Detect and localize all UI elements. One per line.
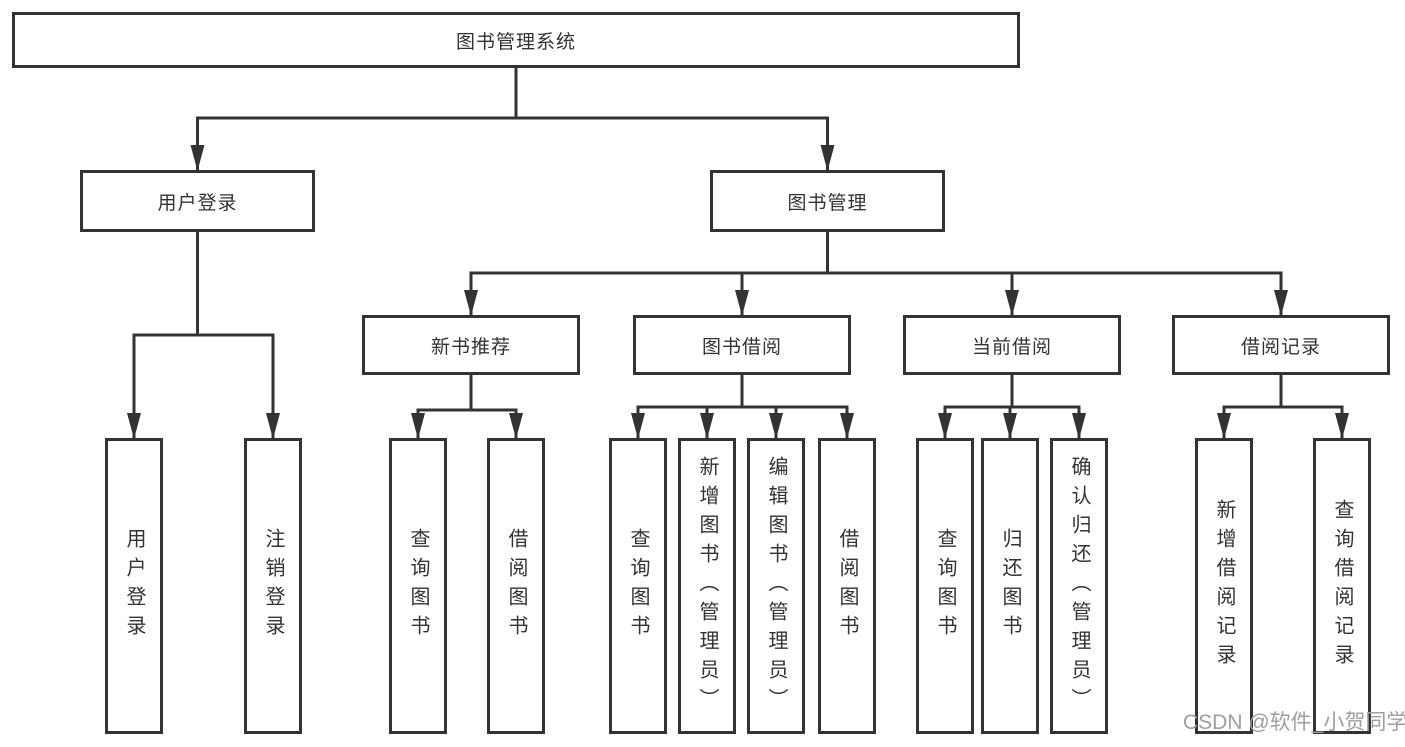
leaf-label: 归还图书 [999, 528, 1021, 644]
node-book-mgmt: 图书管理 [710, 170, 945, 232]
leaf-label: 查询图书 [934, 528, 956, 644]
leaf-borrow-books-1: 借阅图书 [487, 438, 545, 734]
edge-book-borrow-children [631, 375, 854, 439]
leaf-label: 编辑图书（管理员） [765, 455, 787, 717]
edge-current-borrow-children [938, 375, 1086, 439]
leaf-add-borrow-record: 新增借阅记录 [1195, 438, 1253, 734]
edge-root-to-level2 [190, 68, 835, 171]
leaf-query-borrow-record: 查询借阅记录 [1313, 438, 1371, 734]
watermark: CSDN @软件_小贺同学 [1183, 711, 1405, 734]
leaf-label: 新增图书（管理员） [696, 455, 718, 717]
leaf-borrow-books-2: 借阅图书 [818, 438, 876, 734]
node-borrow-records: 借阅记录 [1172, 315, 1390, 375]
leaf-query-books-2: 查询图书 [609, 438, 667, 734]
leaf-label: 查询图书 [627, 528, 649, 644]
leaf-label: 确认归还（管理员） [1068, 455, 1090, 717]
leaf-logout: 注销登录 [244, 438, 302, 734]
node-root: 图书管理系统 [12, 12, 1020, 68]
leaf-confirm-return-admin: 确认归还（管理员） [1050, 438, 1108, 734]
leaf-label: 查询图书 [407, 528, 429, 644]
leaf-edit-books-admin: 编辑图书（管理员） [747, 438, 805, 734]
node-new-book-recommend: 新书推荐 [362, 315, 580, 375]
edge-new-books-children [411, 375, 523, 439]
leaf-label: 借阅图书 [505, 528, 527, 644]
leaf-return-books: 归还图书 [981, 438, 1039, 734]
leaf-user-login: 用户登录 [105, 438, 163, 734]
leaf-label: 查询借阅记录 [1331, 499, 1353, 673]
leaf-query-books-3: 查询图书 [916, 438, 974, 734]
node-book-borrow: 图书借阅 [633, 315, 851, 375]
leaf-label: 借阅图书 [836, 528, 858, 644]
edge-borrow-records-children [1217, 375, 1349, 439]
leaf-add-books-admin: 新增图书（管理员） [678, 438, 736, 734]
leaf-label: 新增借阅记录 [1213, 499, 1235, 673]
node-current-borrow: 当前借阅 [903, 315, 1121, 375]
node-user-login: 用户登录 [80, 170, 315, 232]
leaf-label: 用户登录 [123, 528, 145, 644]
leaf-label: 注销登录 [262, 528, 284, 644]
edge-book-mgmt-children [464, 232, 1288, 316]
edge-user-login-children [127, 232, 280, 439]
leaf-query-books-1: 查询图书 [389, 438, 447, 734]
